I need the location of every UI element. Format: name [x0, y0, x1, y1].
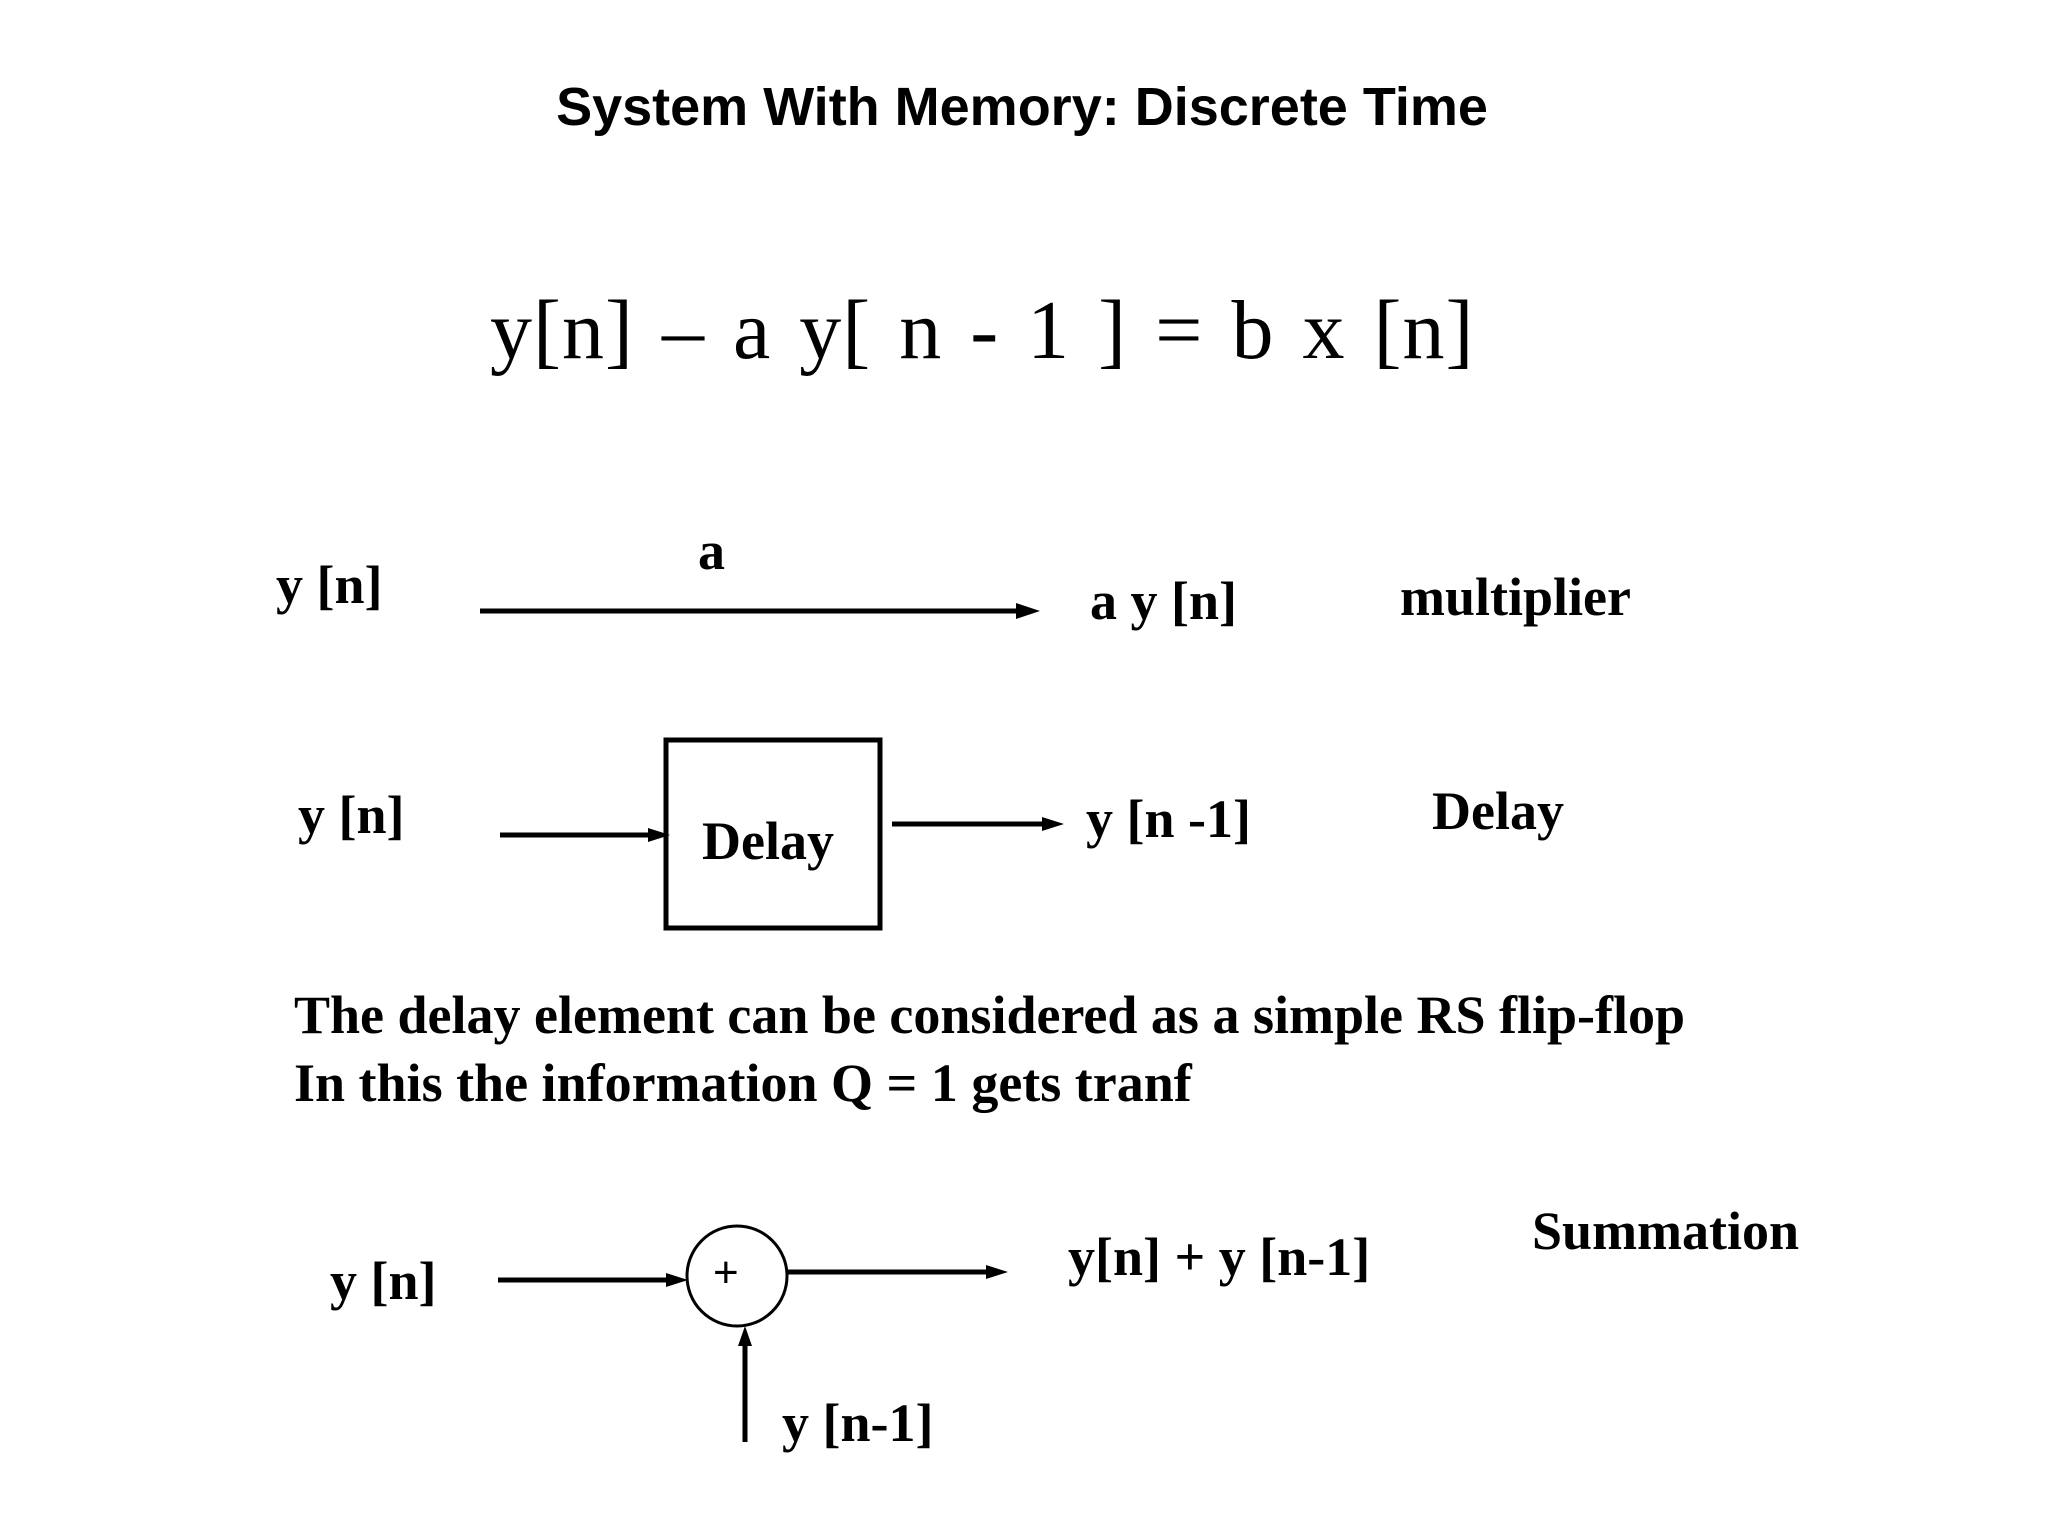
summation-feedback-arrow	[738, 1326, 752, 1442]
delay-output-label: y [n -1]	[1086, 789, 1251, 849]
summation-plus-sign: +	[713, 1248, 739, 1297]
delay-input-arrow	[500, 828, 670, 842]
summation-feedback-label: y [n-1]	[782, 1393, 934, 1453]
delay-input-label: y [n]	[298, 785, 405, 845]
difference-equation: y[n] – a y[ n - 1 ] = b x [n]	[490, 284, 1475, 377]
delay-block	[663, 737, 883, 931]
delay-block-label: Delay	[702, 811, 834, 871]
delay-output-arrow	[892, 817, 1064, 831]
multiplier-caption: multiplier	[1400, 567, 1631, 627]
delay-caption: Delay	[1432, 781, 1564, 841]
note-line-1: The delay element can be considered as a…	[294, 985, 1686, 1045]
summation-input-arrow	[498, 1273, 688, 1287]
summation-output-label: y[n] + y [n-1]	[1068, 1227, 1371, 1287]
multiplier-output-label: a y [n]	[1090, 571, 1237, 631]
multiplier-input-label: y [n]	[276, 555, 383, 615]
summation-node	[685, 1224, 789, 1328]
summation-output-arrow	[788, 1265, 1008, 1279]
multiplier-arrow	[480, 603, 1040, 619]
note-line-2: In this the information Q = 1 gets tranf	[294, 1053, 1192, 1113]
summation-input-label: y [n]	[330, 1251, 437, 1311]
page-title: System With Memory: Discrete Time	[556, 77, 1488, 137]
multiplier-gain-label: a	[698, 521, 725, 581]
summation-caption: Summation	[1532, 1201, 1800, 1261]
